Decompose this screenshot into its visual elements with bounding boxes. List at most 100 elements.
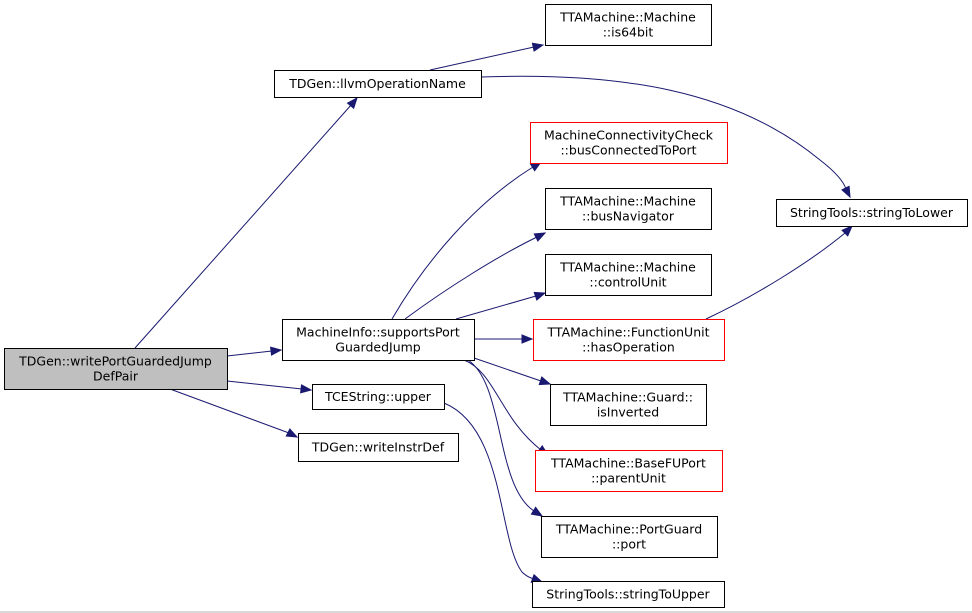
edge-root-to-upper (226, 380, 313, 394)
node-box[interactable] (550, 384, 707, 426)
edge-line (391, 166, 534, 320)
node-is64bit[interactable]: TTAMachine::Machine::is64bit (545, 4, 712, 46)
arrowhead-icon (270, 346, 283, 356)
arrowhead-icon (530, 506, 544, 517)
edge-supports-to-portguard (467, 359, 544, 517)
node-label-line: TTAMachine::Machine (559, 260, 696, 275)
edge-supports-to-busnav (404, 232, 547, 320)
node-label-line: ::controlUnit (589, 275, 666, 290)
arrowhead-icon (533, 291, 547, 301)
arrowhead-icon (285, 428, 299, 438)
edge-supports-to-busconn (391, 161, 543, 320)
edge-line (473, 357, 542, 382)
edge-llvmop-to-is64bit (429, 42, 545, 71)
node-label-line: DefPair (93, 369, 139, 384)
edge-line (134, 103, 353, 349)
edge-line (467, 359, 535, 512)
edge-line (169, 388, 290, 434)
edge-supports-to-parentunit (463, 359, 550, 456)
node-label-line: GuardedJump (335, 340, 421, 355)
node-writeinstr[interactable]: TDGen::writeInstrDef (298, 433, 459, 462)
node-parentunit[interactable]: TTAMachine::BaseFUPort::parentUnit (535, 450, 723, 492)
node-box[interactable] (535, 450, 723, 492)
node-label-line: isInverted (597, 405, 659, 420)
node-label-line: TDGen::writePortGuardedJump (18, 354, 212, 369)
edge-supports-to-controlunit (455, 291, 547, 320)
edge-line (463, 359, 542, 451)
node-portguard[interactable]: TTAMachine::PortGuard::port (541, 516, 718, 558)
edge-upper-to-toupper (443, 402, 544, 583)
bottom-divider (0, 611, 972, 613)
node-llvmop[interactable]: TDGen::llvmOperationName (274, 70, 482, 98)
node-hasop[interactable]: TTAMachine::FunctionUnit::hasOperation (533, 319, 725, 361)
node-tolower[interactable]: StringTools::stringToLower (776, 199, 968, 227)
node-label-line: TCEString::upper (324, 389, 432, 404)
edge-line (226, 350, 273, 357)
node-label-line: MachineConnectivityCheck (544, 128, 714, 143)
node-label-line: ::hasOperation (582, 340, 675, 355)
node-label-line: TTAMachine::Guard:: (562, 390, 693, 405)
edge-line (443, 402, 535, 580)
node-box[interactable] (312, 384, 445, 410)
arrowhead-icon (300, 384, 313, 394)
node-box[interactable] (545, 254, 712, 296)
node-box[interactable] (274, 70, 482, 98)
node-toupper[interactable]: StringTools::stringToUpper (532, 581, 725, 608)
node-isinverted[interactable]: TTAMachine::Guard::isInverted (550, 384, 707, 426)
node-box[interactable] (4, 348, 228, 390)
arrowhead-icon (531, 42, 545, 52)
node-label-line: TTAMachine::FunctionUnit (547, 325, 710, 340)
arrowhead-icon (346, 96, 358, 110)
node-upper[interactable]: TCEString::upper (312, 384, 445, 410)
node-busnav[interactable]: TTAMachine::Machine::busNavigator (545, 188, 712, 230)
edge-line (455, 295, 537, 320)
node-box[interactable] (532, 581, 725, 608)
node-label-line: TTAMachine::PortGuard (555, 522, 702, 537)
edge-root-to-writeinstr (169, 388, 299, 438)
node-label-line: ::is64bit (603, 25, 654, 40)
edge-line (705, 232, 846, 320)
node-label-line: TTAMachine::BaseFUPort (550, 456, 706, 471)
edge-llvmop-to-tolower (480, 75, 851, 199)
node-label-line: TTAMachine::Machine (559, 194, 696, 209)
edge-line (404, 236, 538, 320)
node-box[interactable] (545, 188, 712, 230)
edge-root-to-llvmop (134, 96, 358, 349)
node-controlunit[interactable]: TTAMachine::Machine::controlUnit (545, 254, 712, 296)
node-label-line: StringTools::stringToUpper (546, 587, 710, 602)
edge-line (480, 75, 847, 190)
arrowhead-icon (841, 225, 853, 237)
node-label-line: MachineInfo::supportsPort (296, 325, 460, 340)
arrowhead-icon (538, 376, 552, 386)
edge-hasop-to-tolower (705, 225, 853, 320)
node-box[interactable] (533, 319, 725, 361)
node-label-line: ::busConnectedToPort (560, 143, 696, 158)
node-box[interactable] (541, 516, 718, 558)
call-graph-nodes: TDGen::writePortGuardedJumpDefPairTDGen:… (4, 4, 968, 608)
edge-line (226, 380, 303, 390)
arrowhead-icon (841, 185, 851, 199)
edge-root-to-supports (226, 346, 283, 357)
node-box[interactable] (545, 4, 712, 46)
node-label-line: TDGen::llvmOperationName (288, 76, 466, 91)
edge-supports-to-hasop (474, 334, 534, 344)
edge-supports-to-isinverted (473, 357, 552, 386)
node-box[interactable] (776, 199, 968, 227)
node-label-line: StringTools::stringToLower (790, 205, 954, 220)
arrowhead-icon (533, 232, 547, 242)
node-label-line: ::parentUnit (591, 471, 666, 486)
node-busconn[interactable]: MachineConnectivityCheck::busConnectedTo… (530, 122, 728, 164)
node-box[interactable] (530, 122, 728, 164)
node-label-line: TTAMachine::Machine (559, 10, 696, 25)
node-label-line: ::port (612, 537, 646, 552)
call-graph-edges (134, 42, 853, 583)
node-label-line: ::busNavigator (582, 209, 675, 224)
arrowhead-icon (521, 334, 534, 344)
node-label-line: TDGen::writeInstrDef (311, 440, 445, 455)
edge-line (429, 46, 535, 71)
node-box[interactable] (282, 319, 475, 361)
node-box[interactable] (298, 433, 459, 462)
